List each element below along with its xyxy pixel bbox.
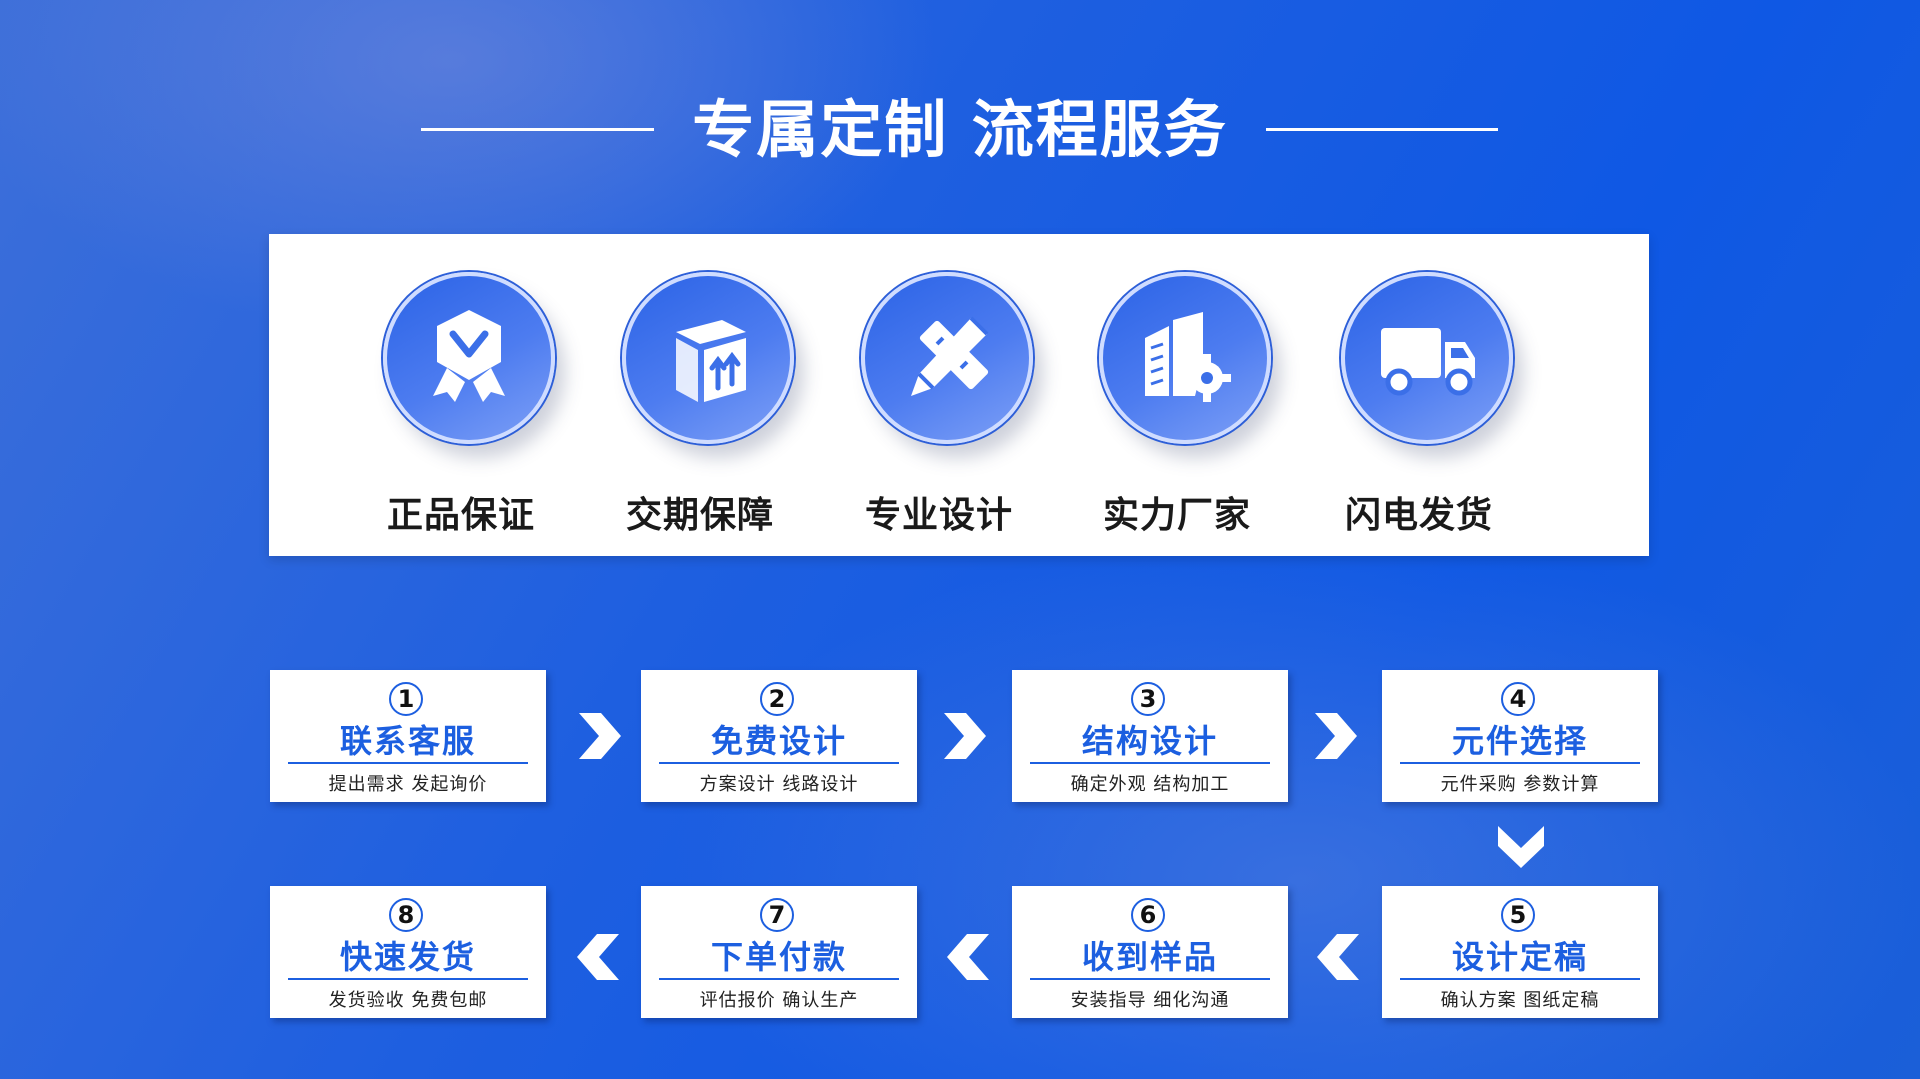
factory-gear-icon	[1145, 312, 1231, 402]
chevron-right-icon	[944, 713, 986, 759]
step-divider	[1400, 978, 1640, 980]
feature-strong-factory: 实力厂家	[1077, 234, 1277, 556]
step-design-finalize: 5 设计定稿 确认方案 图纸定稿	[1382, 886, 1658, 1018]
step-number: 3	[1131, 682, 1165, 716]
feature-icon-disc	[383, 272, 555, 444]
feature-icon-disc	[1099, 272, 1271, 444]
feature-label: 专业设计	[864, 495, 1013, 536]
step-order-payment: 7 下单付款 评估报价 确认生产	[641, 886, 917, 1018]
step-name: 元件选择	[1451, 722, 1588, 760]
feature-icon-disc	[622, 272, 794, 444]
step-divider	[659, 978, 899, 980]
step-name: 结构设计	[1081, 722, 1218, 760]
step-divider	[1400, 762, 1640, 764]
feature-label: 闪电发货	[1344, 495, 1493, 536]
step-name: 联系客服	[339, 722, 476, 760]
feature-icon-disc	[861, 272, 1033, 444]
step-description: 元件采购 参数计算	[1440, 774, 1600, 795]
package-box-icon	[676, 320, 746, 402]
step-name: 收到样品	[1081, 938, 1218, 976]
feature-icon-disc	[1341, 272, 1513, 444]
step-description: 确认方案 图纸定稿	[1440, 990, 1600, 1011]
step-description: 安装指导 细化沟通	[1070, 990, 1230, 1011]
step-description: 评估报价 确认生产	[699, 990, 859, 1011]
step-divider	[288, 978, 528, 980]
step-number: 5	[1501, 898, 1535, 932]
step-description: 发货验收 免费包邮	[328, 990, 488, 1011]
chevron-right-icon	[1315, 713, 1357, 759]
step-component-selection: 4 元件选择 元件采购 参数计算	[1382, 670, 1658, 802]
chevron-left-icon	[947, 934, 989, 980]
step-divider	[1030, 978, 1270, 980]
step-name: 设计定稿	[1451, 938, 1588, 976]
step-number: 6	[1131, 898, 1165, 932]
title-divider-left	[421, 128, 654, 131]
feature-genuine-guarantee: 正品保证	[361, 234, 561, 556]
step-description: 确定外观 结构加工	[1070, 774, 1230, 795]
feature-label: 交期保障	[625, 495, 774, 536]
feature-delivery-guarantee: 交期保障	[600, 234, 800, 556]
chevron-left-icon	[1317, 934, 1359, 980]
delivery-truck-icon	[1381, 328, 1475, 396]
badge-check-icon	[433, 310, 505, 402]
step-number: 4	[1501, 682, 1535, 716]
step-receive-sample: 6 收到样品 安装指导 细化沟通	[1012, 886, 1288, 1018]
pencil-ruler-icon	[911, 316, 989, 396]
step-divider	[659, 762, 899, 764]
step-divider	[1030, 762, 1270, 764]
chevron-left-icon	[577, 934, 619, 980]
step-fast-shipping: 8 快速发货 发货验收 免费包邮	[270, 886, 546, 1018]
step-free-design: 2 免费设计 方案设计 线路设计	[641, 670, 917, 802]
step-divider	[288, 762, 528, 764]
feature-label: 正品保证	[386, 495, 535, 536]
feature-label: 实力厂家	[1102, 495, 1251, 536]
step-name: 下单付款	[710, 938, 847, 976]
features-panel: 正品保证 交期保障 专业设计	[269, 234, 1649, 556]
feature-professional-design: 专业设计	[839, 234, 1039, 556]
step-structure-design: 3 结构设计 确定外观 结构加工	[1012, 670, 1288, 802]
title-divider-right	[1266, 128, 1498, 131]
step-number: 7	[760, 898, 794, 932]
step-contact-service: 1 联系客服 提出需求 发起询价	[270, 670, 546, 802]
step-description: 方案设计 线路设计	[699, 774, 859, 795]
chevron-right-icon	[579, 713, 621, 759]
step-number: 2	[760, 682, 794, 716]
feature-lightning-shipping: 闪电发货	[1319, 234, 1519, 556]
page-title: 专属定制 流程服务	[692, 93, 1228, 166]
header: 专属定制 流程服务	[0, 90, 1920, 170]
step-name: 免费设计	[710, 722, 847, 760]
chevron-down-icon	[1498, 826, 1544, 868]
step-number: 8	[389, 898, 423, 932]
step-description: 提出需求 发起询价	[328, 774, 488, 795]
step-name: 快速发货	[339, 938, 476, 976]
step-number: 1	[389, 682, 423, 716]
